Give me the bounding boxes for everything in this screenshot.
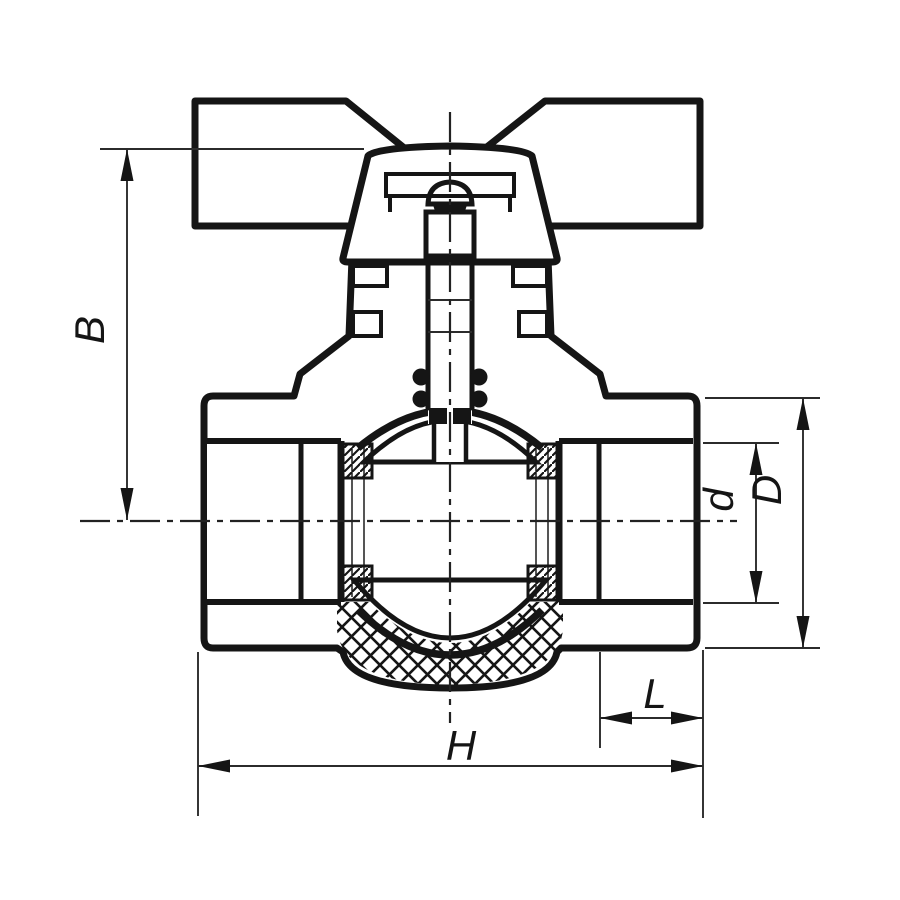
bonnet-notches [351,264,549,338]
dimension-label-d: d [695,487,742,512]
dim-d-arrow-down [749,571,763,603]
dimension-L: L [599,650,704,818]
cap-slot-hooks [388,196,512,212]
dimension-H: H [197,652,703,816]
dimension-label-dd: D [743,475,790,505]
dimension-label-l: L [643,670,666,717]
ball-slot-walls [431,418,469,462]
centerlines [80,112,737,723]
dim-b-arrow-down [120,488,134,520]
dim-b-arrow-up [120,149,134,181]
dimension-label-h: H [446,722,477,769]
dimension-label-b: B [66,316,113,344]
dimensions: B d D L [66,148,820,818]
stem-oring [470,368,488,386]
dim-d-arrow-up [749,443,763,475]
dim-l-arrow-right [671,711,703,725]
bonnet-notch [517,310,549,338]
dim-h-arrow-left [198,759,230,773]
bonnet-notch [511,264,549,288]
bonnet-notch [351,264,389,288]
dimension-B: B [66,148,364,520]
bore-edges [207,438,693,605]
dim-dd-arrow-down [796,616,810,648]
dim-d-extensions [703,442,779,604]
dim-l-arrow-left [600,711,632,725]
bonnet-notch [351,310,383,338]
cap-outline [339,142,561,266]
stem-oring [412,368,430,386]
dim-dd-arrow-up [796,398,810,430]
ball-bottom-section [348,577,552,641]
stem-tab-right [453,408,471,424]
stem-oring [470,390,488,408]
stem-tab-left [429,408,447,424]
dim-dd-extensions [705,397,820,649]
dim-h-arrow-right [671,759,703,773]
dim-l-extensions [599,650,704,818]
bottom-bulge-section [337,602,563,685]
dimension-D: D [705,397,820,649]
dimension-d: d [695,442,779,604]
stem-oring [412,390,430,408]
